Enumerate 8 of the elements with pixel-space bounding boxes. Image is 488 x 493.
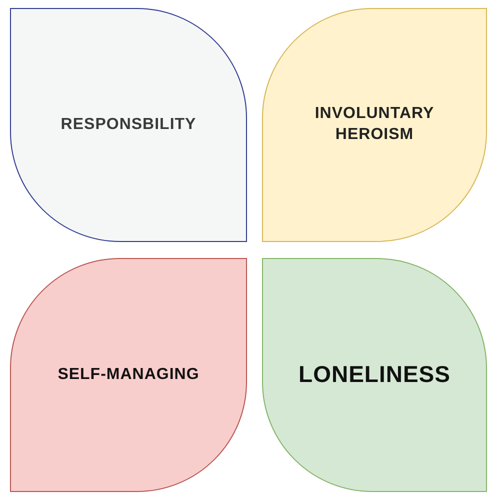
leaf-label: INVOLUNTARY HEROISM: [314, 104, 436, 145]
leaf-label: RESPONSBILITY: [60, 114, 196, 135]
leaf-label: SELF-MANAGING: [58, 364, 200, 385]
leaf-shape: [262, 258, 487, 492]
leaf-shape: [10, 258, 247, 492]
leaf-label: LONELINESS: [298, 360, 450, 390]
leaf-shape: [262, 8, 487, 242]
leaf-shape: [10, 8, 247, 242]
